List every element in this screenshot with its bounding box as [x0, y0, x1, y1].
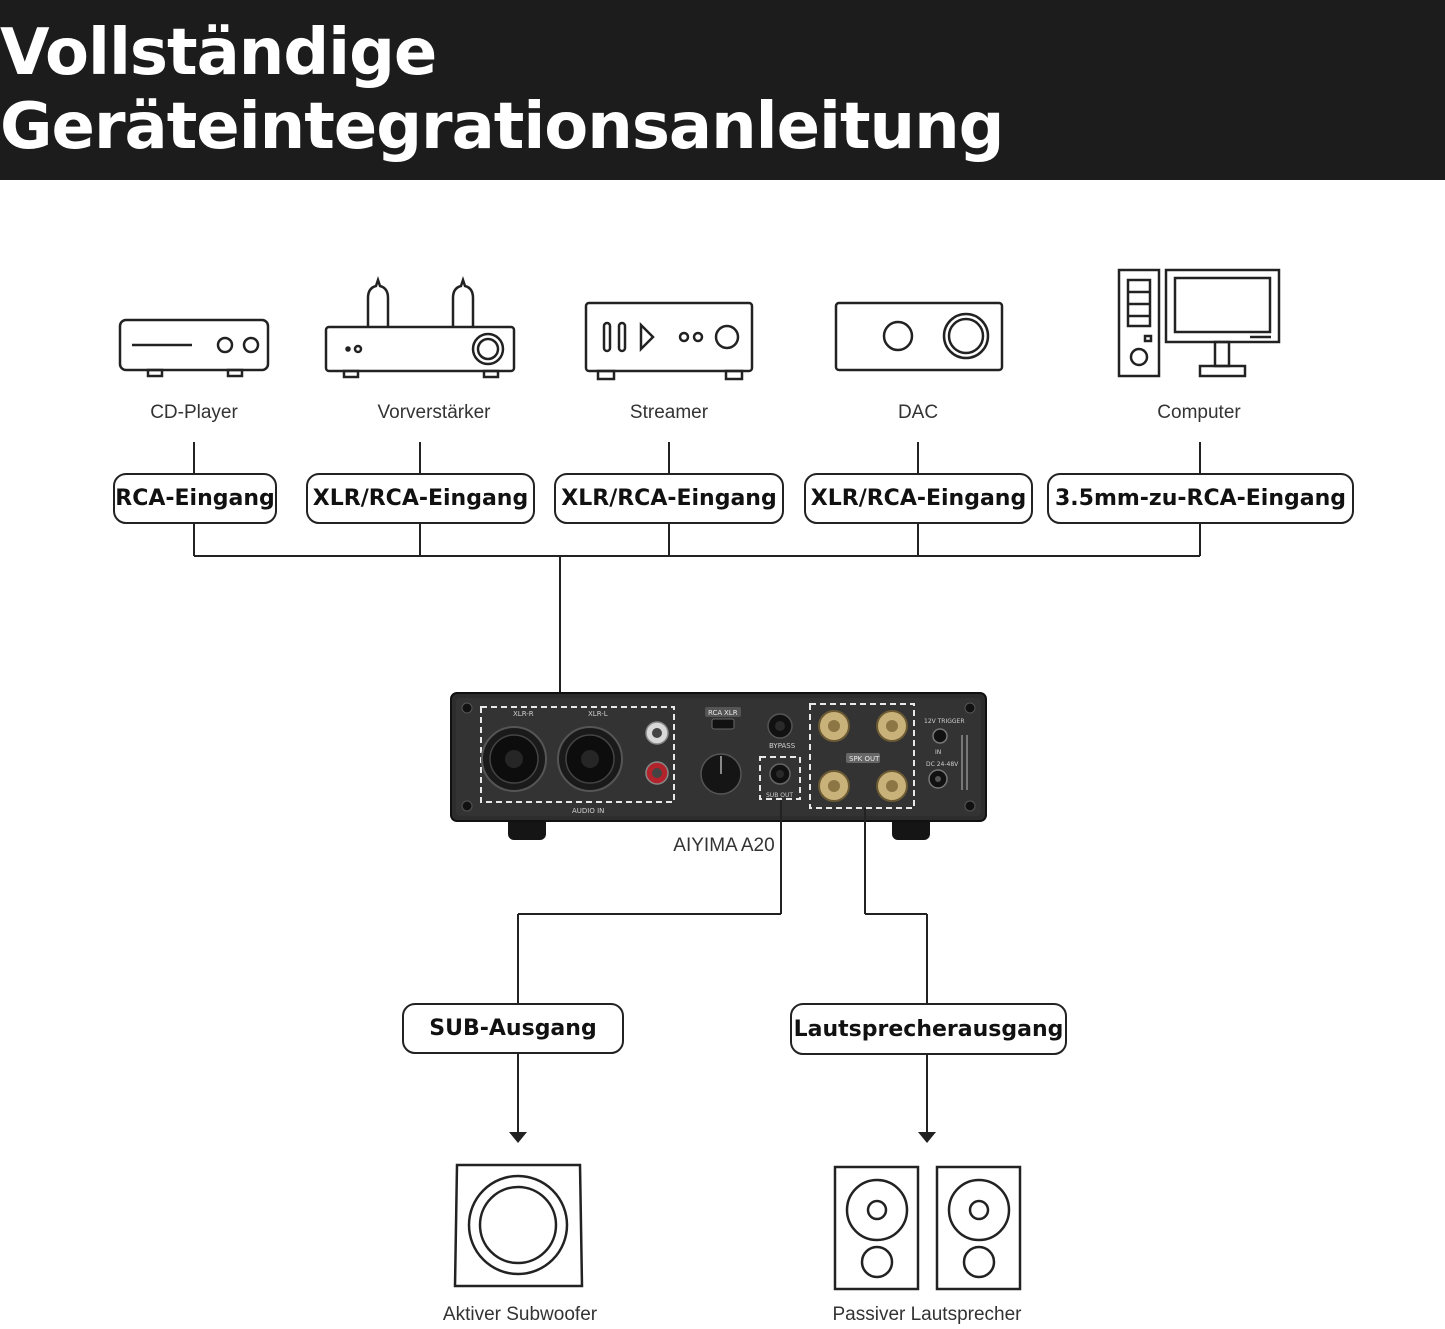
trigger-text: 12V TRIGGER: [924, 718, 965, 725]
trigger-in-text: IN: [935, 749, 941, 756]
device-label-subwoofer: Aktiver Subwoofer: [442, 1304, 598, 1325]
spk-out-text: SPK OUT: [849, 755, 880, 763]
xlr-l-text: XLR-L: [588, 710, 608, 718]
rca-jack-red: [645, 761, 669, 785]
input-pill-xlr-rca-preamp: XLR/RCA-Eingang: [306, 473, 535, 524]
source-label-computer: Computer: [1157, 402, 1241, 423]
output-pill-sub: SUB-Ausgang: [402, 1003, 624, 1054]
source-label-dac: DAC: [897, 402, 939, 423]
streamer-icon: [584, 301, 754, 381]
arrow-to-subwoofer: [509, 1132, 527, 1143]
input-pill-xlr-rca-streamer: XLR/RCA-Eingang: [554, 473, 784, 524]
arrow-to-speakers: [918, 1132, 936, 1143]
title-banner: Vollständige Geräteintegrationsanleitung: [0, 0, 1445, 180]
input-pill-xlr-rca-dac: XLR/RCA-Eingang: [804, 473, 1033, 524]
audio-in-text: AUDIO IN: [572, 807, 604, 815]
xlr-r-text: XLR-R: [513, 710, 534, 718]
output-pill-speaker: Lautsprecherausgang: [790, 1003, 1067, 1055]
bypass-text: BYPASS: [769, 742, 796, 750]
passive-speaker-icon: [833, 1165, 1022, 1291]
device-label-passive-speaker: Passiver Lautsprecher: [832, 1304, 1022, 1325]
subwoofer-icon: [453, 1163, 584, 1288]
amplifier-rear-panel: XLR-R XLR-L AUDIO IN RCA XLR BYPASS: [450, 692, 987, 840]
xlr-r-jack: [481, 726, 547, 792]
amplifier-label: AIYIMA A20: [673, 835, 775, 856]
computer-icon: [1117, 268, 1281, 378]
source-label-vorverstaerker: Vorverstärker: [377, 402, 491, 423]
page-title: Vollständige Geräteintegrationsanleitung: [0, 16, 1004, 164]
tube-preamp-icon: [324, 276, 516, 379]
xlr-l-jack: [557, 726, 623, 792]
xlr-text: XLR: [724, 709, 738, 717]
input-pill-rca: RCA-Eingang: [113, 473, 277, 524]
rca-jack-white: [645, 721, 669, 745]
source-label-cd-player: CD-Player: [150, 402, 238, 423]
cd-player-icon: [118, 318, 270, 378]
input-pill-3-5mm-rca: 3.5mm-zu-RCA-Eingang: [1047, 473, 1354, 524]
speaker-terminals: [818, 710, 908, 802]
sub-out-text: SUB OUT: [766, 792, 793, 799]
dac-icon: [834, 301, 1004, 372]
rca-text: RCA: [708, 709, 722, 717]
source-connector-lines: [193, 442, 1201, 708]
output-connector-lines: [517, 800, 928, 1132]
dc-text: DC 24-48V: [926, 761, 959, 768]
source-label-streamer: Streamer: [629, 402, 709, 423]
